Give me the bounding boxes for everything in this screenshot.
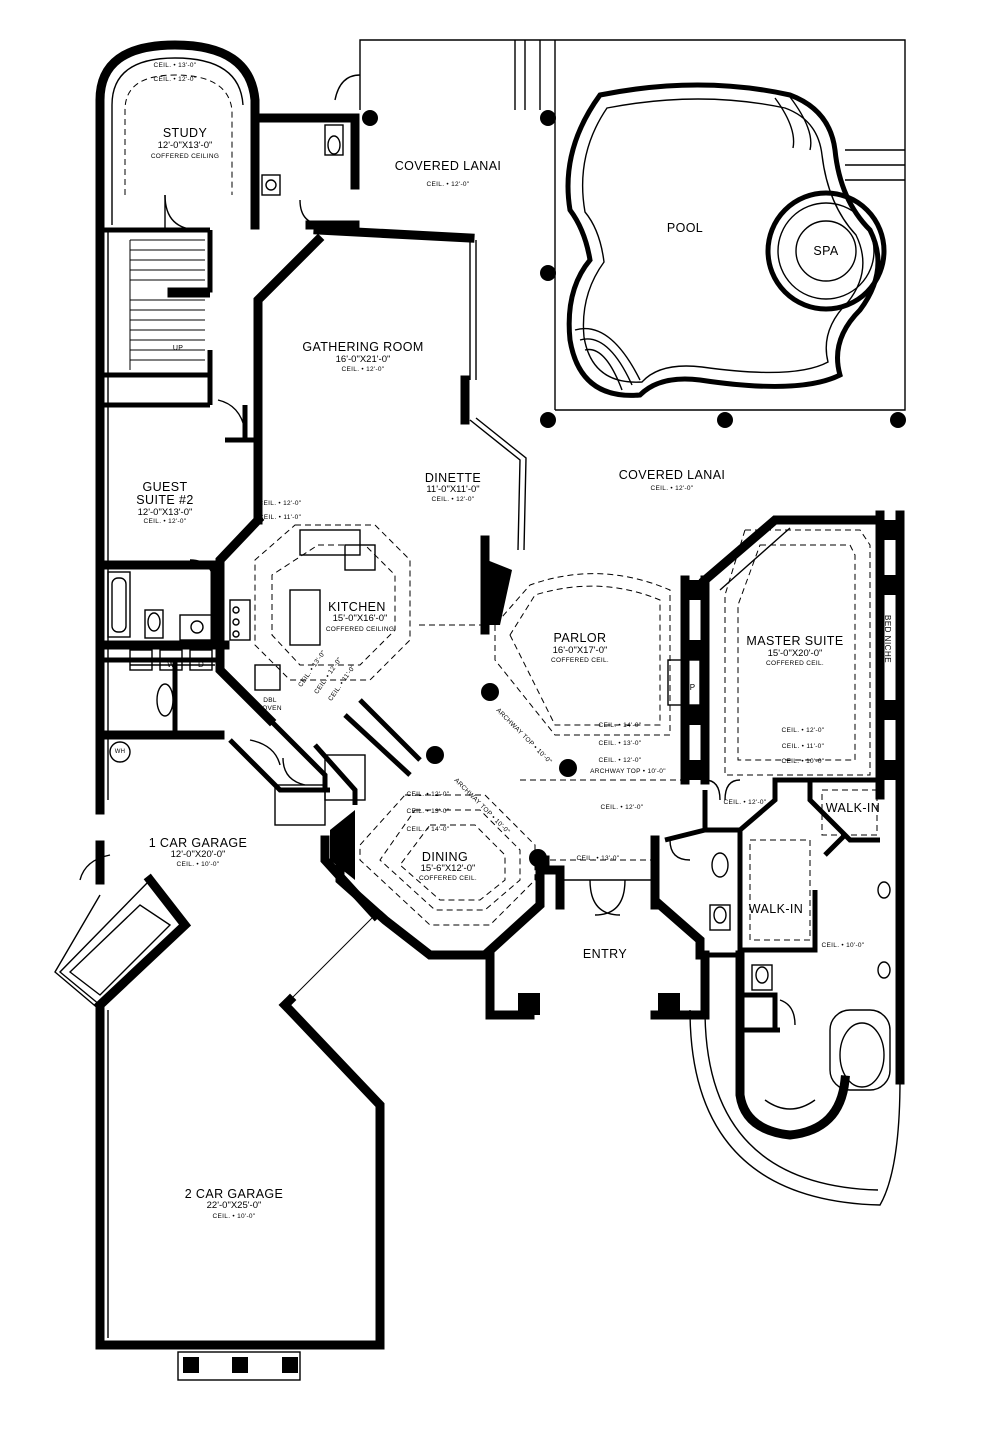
dining-note: COFFERED CEIL. bbox=[418, 875, 478, 882]
garage2-dims: 22'-0"X25'-0" bbox=[206, 1200, 262, 1211]
parlor-ceil-1: CEIL. • 14'-0" bbox=[598, 722, 642, 729]
study-note: COFFERED CEILING bbox=[150, 153, 220, 160]
walk-in-2-name: WALK-IN bbox=[748, 902, 804, 916]
gathering-room-name: GATHERING ROOM bbox=[302, 340, 424, 354]
hall-ceil-1: CEIL. • 12'-0" bbox=[600, 804, 644, 811]
hall-ceil-2: CEIL. • 12'-0" bbox=[723, 799, 767, 806]
guest-suite-ceil: CEIL. • 12'-0" bbox=[143, 518, 187, 525]
parlor-ceil-2: CEIL. • 13'-0" bbox=[598, 740, 642, 747]
covered-lanai-top-name: COVERED LANAI bbox=[394, 159, 502, 173]
kitchen-ceil-b: CEIL. • 11'-0" bbox=[258, 514, 302, 521]
gathering-room-ceil: CEIL. • 12'-0" bbox=[341, 366, 385, 373]
master-suite-note: COFFERED CEIL. bbox=[765, 660, 825, 667]
lanai-columns bbox=[362, 110, 906, 428]
gathering-room-dims: 16'-0"X21'-0" bbox=[335, 354, 391, 365]
master-suite-ceil-1: CEIL. • 12'-0" bbox=[781, 727, 825, 734]
study-ceil-2: CEIL. • 12'-0" bbox=[153, 76, 197, 83]
dbl-oven-1: DBL bbox=[263, 697, 277, 704]
dining-ceil-3: CEIL. • 14'-0" bbox=[406, 826, 450, 833]
kitchen-note: COFFERED CEILING bbox=[325, 626, 395, 633]
exterior-walls bbox=[54, 40, 527, 1381]
garage2-ceil: CEIL. • 10'-0" bbox=[212, 1213, 256, 1220]
dinette-name: DINETTE bbox=[424, 471, 482, 485]
fixtures bbox=[107, 124, 891, 991]
door-swings bbox=[79, 194, 796, 1026]
walk-in-1-name: WALK-IN bbox=[825, 801, 881, 815]
coffered-ceiling-outlines bbox=[124, 74, 871, 926]
interior-walls bbox=[100, 227, 905, 1206]
stair-up-label: UP bbox=[172, 345, 184, 352]
garage1-ceil: CEIL. • 10'-0" bbox=[176, 861, 220, 868]
master-bath-ceil: CEIL. • 10'-0" bbox=[821, 942, 865, 949]
dryer-label: D bbox=[197, 660, 205, 669]
study-ceil-1: CEIL. • 13'-0" bbox=[153, 62, 197, 69]
study-dims: 12'-0"X13'-0" bbox=[157, 140, 213, 151]
covered-lanai-right-name: COVERED LANAI bbox=[618, 468, 726, 482]
garage2-name: 2 CAR GARAGE bbox=[184, 1187, 284, 1201]
master-suite-ceil-3: CEIL. • 10'-0" bbox=[781, 758, 825, 765]
garage1-dims: 12'-0"X20'-0" bbox=[170, 849, 226, 860]
covered-lanai-right-ceil: CEIL. • 12'-0" bbox=[650, 485, 694, 492]
entry-name: ENTRY bbox=[582, 947, 628, 961]
spa-name: SPA bbox=[813, 244, 839, 258]
water-heater-label: WH bbox=[114, 749, 126, 755]
master-suite-name: MASTER SUITE bbox=[746, 634, 844, 648]
parlor-dims: 16'-0"X17'-0" bbox=[552, 645, 608, 656]
dbl-oven-2: OVEN bbox=[262, 705, 282, 712]
fireplace-label: FP bbox=[684, 683, 696, 692]
parlor-archway-2: ARCHWAY TOP • 10'-0" bbox=[590, 768, 666, 775]
study-name: STUDY bbox=[162, 126, 208, 140]
kitchen-dims: 15'-0"X16'-0" bbox=[332, 613, 388, 624]
parlor-note: COFFERED CEIL. bbox=[550, 657, 610, 664]
pool-name: POOL bbox=[666, 221, 704, 235]
covered-lanai-top-ceil: CEIL. • 12'-0" bbox=[426, 181, 470, 188]
pool-shape bbox=[565, 82, 887, 398]
parlor-name: PARLOR bbox=[553, 631, 607, 645]
guest-suite-name-1: GUEST bbox=[142, 480, 188, 494]
kitchen-ceil-a: CEIL. • 12'-0" bbox=[258, 500, 302, 507]
parlor-ceil-3: CEIL. • 12'-0" bbox=[598, 757, 642, 764]
dining-dims: 15'-6"X12'-0" bbox=[420, 863, 476, 874]
bed-niche-label: BED NICHE bbox=[883, 615, 892, 664]
master-suite-dims: 15'-0"X20'-0" bbox=[767, 648, 823, 659]
washer-label: W bbox=[167, 660, 175, 669]
guest-suite-name-2: SUITE #2 bbox=[136, 493, 194, 507]
guest-suite-dims: 12'-0"X13'-0" bbox=[137, 507, 193, 518]
dining-ceil-2: CEIL. • 13'-0" bbox=[406, 808, 450, 815]
dinette-ceil: CEIL. • 12'-0" bbox=[431, 496, 475, 503]
dining-ceil-1: CEIL. • 12'-0" bbox=[406, 791, 450, 798]
master-suite-ceil-2: CEIL. • 11'-0" bbox=[781, 743, 825, 750]
interior-columns bbox=[426, 683, 577, 867]
dining-name: DINING bbox=[421, 850, 469, 864]
dinette-dims: 11'-0"X11'-0" bbox=[426, 484, 480, 495]
kitchen-name: KITCHEN bbox=[328, 600, 386, 614]
entry-ceil: CEIL. • 13'-0" bbox=[576, 855, 620, 862]
pool-deck-outline bbox=[334, 39, 906, 411]
garage1-name: 1 CAR GARAGE bbox=[148, 836, 248, 850]
